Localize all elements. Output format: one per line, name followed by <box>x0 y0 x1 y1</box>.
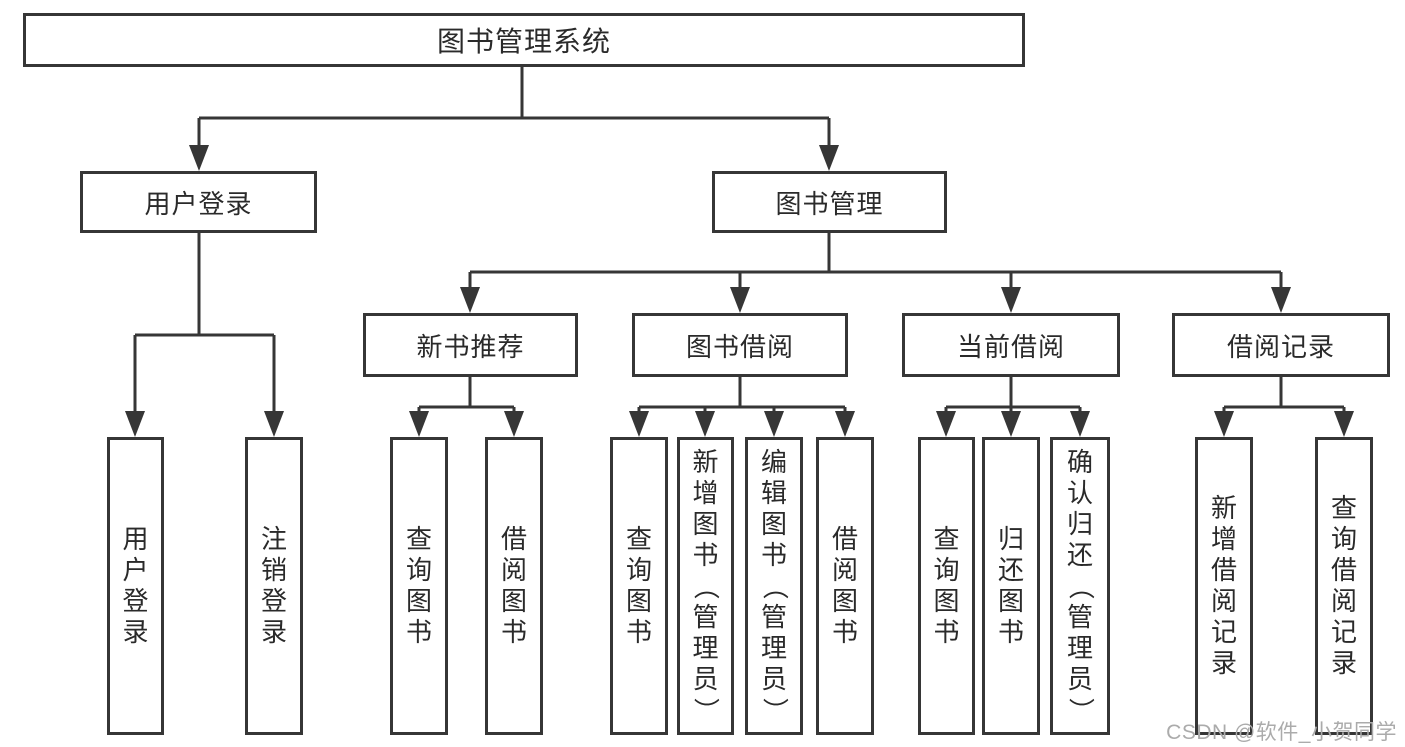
node-current-borrowing: 当前借阅 <box>902 313 1120 377</box>
csdn-watermark: CSDN @软件_小贺同学 <box>1166 721 1397 744</box>
node-new-book-recommendation: 新书推荐 <box>363 313 578 377</box>
leaf-bb-add-books-admin: 新增图书（管理员） <box>677 437 734 735</box>
leaf-user-login: 用户登录 <box>107 437 164 735</box>
node-book-borrowing: 图书借阅 <box>632 313 848 377</box>
node-user-login: 用户登录 <box>80 171 317 233</box>
node-library-management-system: 图书管理系统 <box>23 13 1025 67</box>
leaf-cb-return-books: 归还图书 <box>982 437 1040 735</box>
leaf-nbr-query-books: 查询图书 <box>390 437 448 735</box>
leaf-bb-query-books: 查询图书 <box>610 437 668 735</box>
node-borrowing-records: 借阅记录 <box>1172 313 1390 377</box>
leaf-cb-confirm-return-admin: 确认归还（管理员） <box>1050 437 1110 735</box>
node-book-management: 图书管理 <box>712 171 947 233</box>
leaf-br-add-borrow-record: 新增借阅记录 <box>1195 437 1253 735</box>
leaf-nbr-borrow-books: 借阅图书 <box>485 437 543 735</box>
leaf-br-query-borrow-record: 查询借阅记录 <box>1315 437 1373 735</box>
leaf-cb-query-books: 查询图书 <box>918 437 975 735</box>
leaf-bb-edit-books-admin: 编辑图书（管理员） <box>745 437 803 735</box>
leaf-logout-login: 注销登录 <box>245 437 303 735</box>
leaf-bb-borrow-books: 借阅图书 <box>816 437 874 735</box>
